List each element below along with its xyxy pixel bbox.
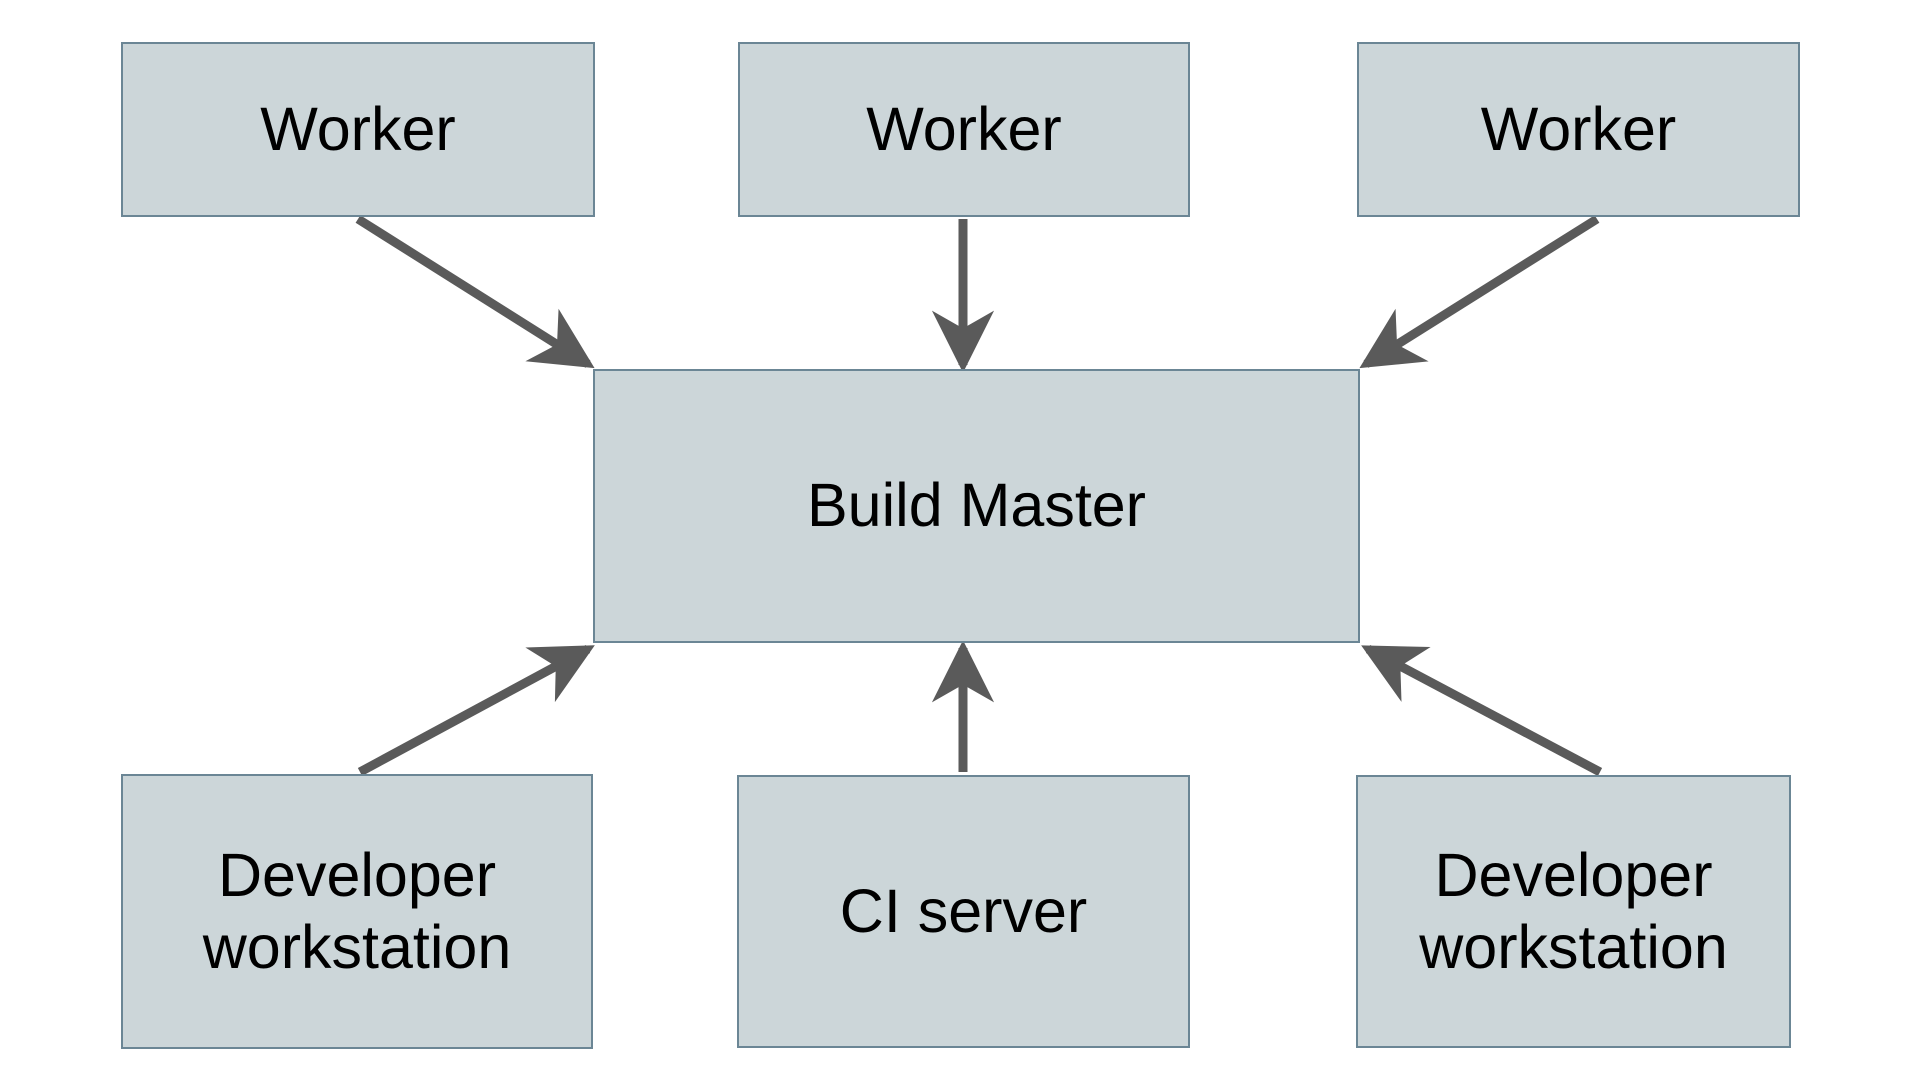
edge-dev-workstation-left-to-build-master — [357, 645, 595, 776]
edge-worker-1-to-build-master — [355, 215, 595, 369]
edge-worker-3-to-build-master — [1359, 215, 1600, 369]
node-dev-workstation-right[interactable]: Developer workstation — [1356, 775, 1791, 1048]
node-build-master-label: Build Master — [806, 471, 1146, 540]
node-ci-server[interactable]: CI server — [737, 775, 1190, 1048]
node-worker-3[interactable]: Worker — [1357, 42, 1800, 217]
node-worker-3-label: Worker — [1480, 94, 1677, 163]
edge-dev-workstation-right-to-build-master — [1361, 645, 1603, 776]
node-worker-1[interactable]: Worker — [121, 42, 595, 217]
node-dev-workstation-right-label: Developer workstation — [1419, 840, 1728, 981]
node-dev-workstation-left[interactable]: Developer workstation — [121, 774, 593, 1049]
node-worker-1-label: Worker — [260, 94, 456, 163]
node-build-master[interactable]: Build Master — [593, 369, 1360, 643]
node-worker-2[interactable]: Worker — [738, 42, 1190, 217]
node-worker-2-label: Worker — [866, 94, 1062, 163]
node-ci-server-label: CI server — [839, 876, 1088, 945]
node-dev-workstation-left-label: Developer workstation — [202, 840, 512, 981]
